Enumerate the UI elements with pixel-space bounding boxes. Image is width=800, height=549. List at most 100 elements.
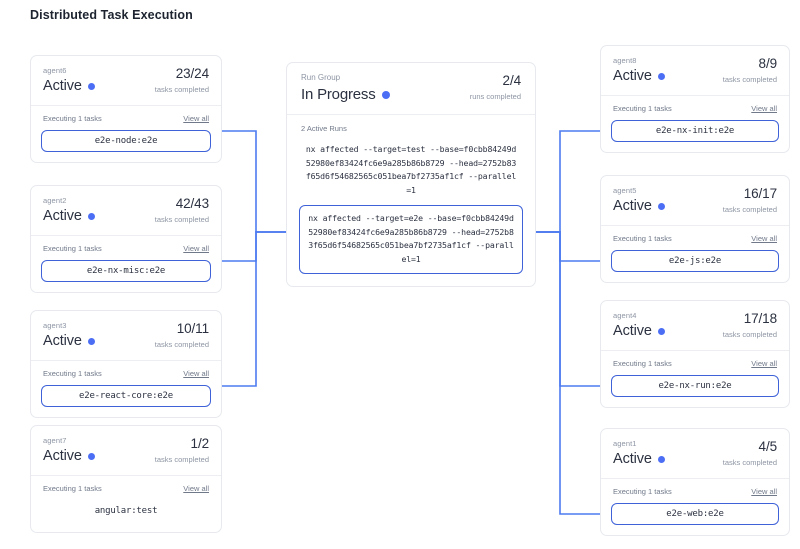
agent-body-top: Executing 1 tasks View all bbox=[41, 369, 211, 378]
agent-card-body: Executing 1 tasks View all e2e-node:e2e bbox=[31, 106, 221, 162]
agent-status-label: Active bbox=[613, 198, 652, 214]
agent-count-block: 16/17 tasks completed bbox=[723, 185, 777, 216]
agent-card-body: Executing 1 tasks View all e2e-nx-run:e2… bbox=[601, 351, 789, 407]
agent-name: agent1 bbox=[613, 439, 637, 448]
run-group-card[interactable]: Run Group In Progress 2/4 runs completed… bbox=[286, 62, 536, 287]
status-dot-icon bbox=[657, 202, 665, 210]
status-dot-icon bbox=[87, 212, 95, 220]
view-all-link[interactable]: View all bbox=[751, 359, 777, 368]
agent-body-top: Executing 1 tasks View all bbox=[41, 244, 211, 253]
run-group-label: Run Group bbox=[301, 73, 341, 82]
agent-card[interactable]: agent4 Active 17/18 tasks completed Exec… bbox=[600, 300, 790, 408]
task-chip[interactable]: angular:test bbox=[41, 500, 211, 522]
agent-task-count-label: tasks completed bbox=[154, 455, 209, 464]
view-all-link[interactable]: View all bbox=[183, 114, 209, 123]
agent-status-label: Active bbox=[43, 333, 82, 349]
agent-card[interactable]: agent7 Active 1/2 tasks completed Execut… bbox=[30, 425, 222, 533]
run-group-count-block: 2/4 runs completed bbox=[470, 72, 521, 103]
status-dot-icon bbox=[87, 337, 95, 345]
view-all-link[interactable]: View all bbox=[751, 104, 777, 113]
agent-card-body: Executing 1 tasks View all e2e-nx-misc:e… bbox=[31, 236, 221, 292]
agent-status: Active bbox=[613, 322, 777, 340]
task-chip[interactable]: e2e-node:e2e bbox=[41, 130, 211, 152]
view-all-link[interactable]: View all bbox=[751, 487, 777, 496]
agent-body-top: Executing 1 tasks View all bbox=[611, 234, 779, 243]
agent-body-top: Executing 1 tasks View all bbox=[611, 104, 779, 113]
agent-task-count-label: tasks completed bbox=[722, 330, 777, 339]
executing-label: Executing 1 tasks bbox=[613, 234, 672, 243]
agent-card[interactable]: agent6 Active 23/24 tasks completed Exec… bbox=[30, 55, 222, 163]
task-chip[interactable]: e2e-react-core:e2e bbox=[41, 385, 211, 407]
agent-count-block: 10/11 tasks completed bbox=[155, 320, 209, 351]
agent-body-top: Executing 1 tasks View all bbox=[41, 484, 211, 493]
agent-task-count: 1/2 bbox=[190, 436, 210, 451]
agent-card[interactable]: agent3 Active 10/11 tasks completed Exec… bbox=[30, 310, 222, 418]
view-all-link[interactable]: View all bbox=[183, 244, 209, 253]
agent-status-label: Active bbox=[613, 451, 652, 467]
agent-card[interactable]: agent1 Active 4/5 tasks completed Execut… bbox=[600, 428, 790, 536]
agent-task-count-label: tasks completed bbox=[722, 75, 777, 84]
agent-card-header: agent5 Active 16/17 tasks completed bbox=[601, 176, 789, 226]
agent-card-header: agent2 Active 42/43 tasks completed bbox=[31, 186, 221, 236]
agent-card-header: agent7 Active 1/2 tasks completed bbox=[31, 426, 221, 476]
status-dot-icon bbox=[657, 455, 665, 463]
task-chip[interactable]: e2e-web:e2e bbox=[611, 503, 779, 525]
page-title: Distributed Task Execution bbox=[30, 8, 193, 22]
status-dot-icon bbox=[87, 452, 95, 460]
agent-status: Active bbox=[43, 207, 209, 225]
agent-count-block: 42/43 tasks completed bbox=[155, 195, 209, 226]
agent-card-body: Executing 1 tasks View all e2e-nx-init:e… bbox=[601, 96, 789, 152]
run-command[interactable]: nx affected --target=test --base=f0cbb84… bbox=[305, 144, 517, 195]
agent-status-label: Active bbox=[43, 448, 82, 464]
run-group-status: In Progress bbox=[301, 85, 521, 104]
agent-count-block: 4/5 tasks completed bbox=[723, 438, 777, 469]
status-dot-icon bbox=[657, 327, 665, 335]
agent-task-count: 10/11 bbox=[176, 321, 209, 336]
agent-card[interactable]: agent2 Active 42/43 tasks completed Exec… bbox=[30, 185, 222, 293]
executing-label: Executing 1 tasks bbox=[43, 369, 102, 378]
agent-status-label: Active bbox=[613, 323, 652, 339]
agent-count-block: 8/9 tasks completed bbox=[723, 55, 777, 86]
agent-count-block: 23/24 tasks completed bbox=[155, 65, 209, 96]
agent-count-block: 17/18 tasks completed bbox=[723, 310, 777, 341]
agent-body-top: Executing 1 tasks View all bbox=[611, 359, 779, 368]
executing-label: Executing 1 tasks bbox=[43, 244, 102, 253]
agent-name: agent8 bbox=[613, 56, 637, 65]
agent-task-count: 17/18 bbox=[743, 311, 777, 326]
status-dot-icon bbox=[87, 82, 95, 90]
agent-status-label: Active bbox=[43, 208, 82, 224]
agent-status-label: Active bbox=[613, 68, 652, 84]
view-all-link[interactable]: View all bbox=[751, 234, 777, 243]
task-chip[interactable]: e2e-nx-run:e2e bbox=[611, 375, 779, 397]
run-group-header: Run Group In Progress 2/4 runs completed bbox=[287, 63, 535, 115]
agent-task-count-label: tasks completed bbox=[722, 458, 777, 467]
agent-status-label: Active bbox=[43, 78, 82, 94]
run-group-count-label: runs completed bbox=[469, 92, 521, 101]
agent-name: agent3 bbox=[43, 321, 67, 330]
task-chip[interactable]: e2e-nx-init:e2e bbox=[611, 120, 779, 142]
agent-task-count-label: tasks completed bbox=[154, 85, 209, 94]
task-chip[interactable]: e2e-js:e2e bbox=[611, 250, 779, 272]
agent-status: Active bbox=[43, 447, 209, 465]
view-all-link[interactable]: View all bbox=[183, 369, 209, 378]
run-group-body: 2 Active Runs nx affected --target=test … bbox=[287, 115, 535, 286]
agent-card[interactable]: agent8 Active 8/9 tasks completed Execut… bbox=[600, 45, 790, 153]
agent-status: Active bbox=[613, 67, 777, 85]
task-chip[interactable]: e2e-nx-misc:e2e bbox=[41, 260, 211, 282]
agent-task-count: 8/9 bbox=[758, 56, 778, 71]
agent-task-count-label: tasks completed bbox=[722, 205, 777, 214]
view-all-link[interactable]: View all bbox=[183, 484, 209, 493]
agent-task-count-label: tasks completed bbox=[154, 340, 209, 349]
run-group-status-label: In Progress bbox=[301, 86, 376, 103]
agent-card-header: agent4 Active 17/18 tasks completed bbox=[601, 301, 789, 351]
agent-name: agent6 bbox=[43, 66, 67, 75]
agent-name: agent4 bbox=[613, 311, 637, 320]
agent-card[interactable]: agent5 Active 16/17 tasks completed Exec… bbox=[600, 175, 790, 283]
executing-label: Executing 1 tasks bbox=[613, 487, 672, 496]
agent-name: agent5 bbox=[613, 186, 637, 195]
run-command-highlighted[interactable]: nx affected --target=e2e --base=f0cbb842… bbox=[299, 205, 523, 274]
status-dot-icon bbox=[381, 90, 390, 99]
status-dot-icon bbox=[657, 72, 665, 80]
agent-status: Active bbox=[613, 450, 777, 468]
